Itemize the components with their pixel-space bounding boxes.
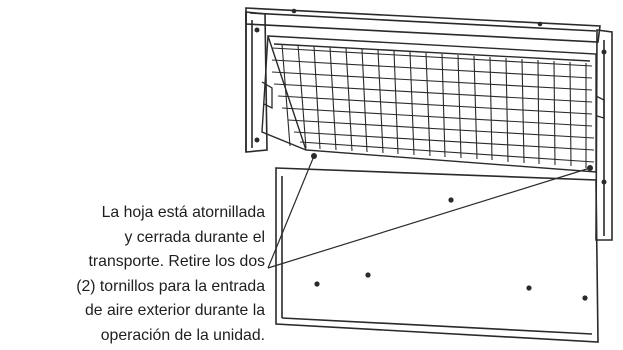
sheet-screw: [526, 285, 532, 291]
caption-line: de aire exterior durante la: [84, 302, 265, 319]
frame-screw: [291, 8, 297, 14]
caption-line: La hoja está atornillada: [101, 204, 265, 221]
caption-line: y cerrada durante el: [124, 228, 266, 246]
grille-frame: [261, 35, 597, 173]
panel-screw: [254, 137, 260, 143]
hinged-sheet: [275, 167, 599, 343]
sheet-screw: [448, 197, 454, 203]
sheet-screw: [365, 272, 371, 278]
panel-screw: [601, 179, 607, 185]
hinge-bracket: [261, 81, 605, 119]
frame-screw: [537, 21, 543, 27]
top-frame: [245, 7, 601, 43]
panel-screw: [254, 27, 260, 33]
caption-line: (2) tornillos para la entrada: [76, 277, 265, 295]
sheet-screw: [582, 295, 588, 301]
right-side-panel: [595, 29, 613, 241]
panel-screw: [601, 49, 607, 55]
left-side-panel: [245, 11, 268, 153]
sheet-screw: [314, 281, 320, 287]
caption-line: transporte. Retire los dos: [88, 253, 265, 270]
caption-line: operación de la unidad.: [100, 326, 265, 344]
callout-leader: [267, 155, 591, 269]
callout-caption: La hoja está atornillada y cerrada duran…: [0, 201, 265, 348]
grille-mesh: [271, 43, 595, 168]
